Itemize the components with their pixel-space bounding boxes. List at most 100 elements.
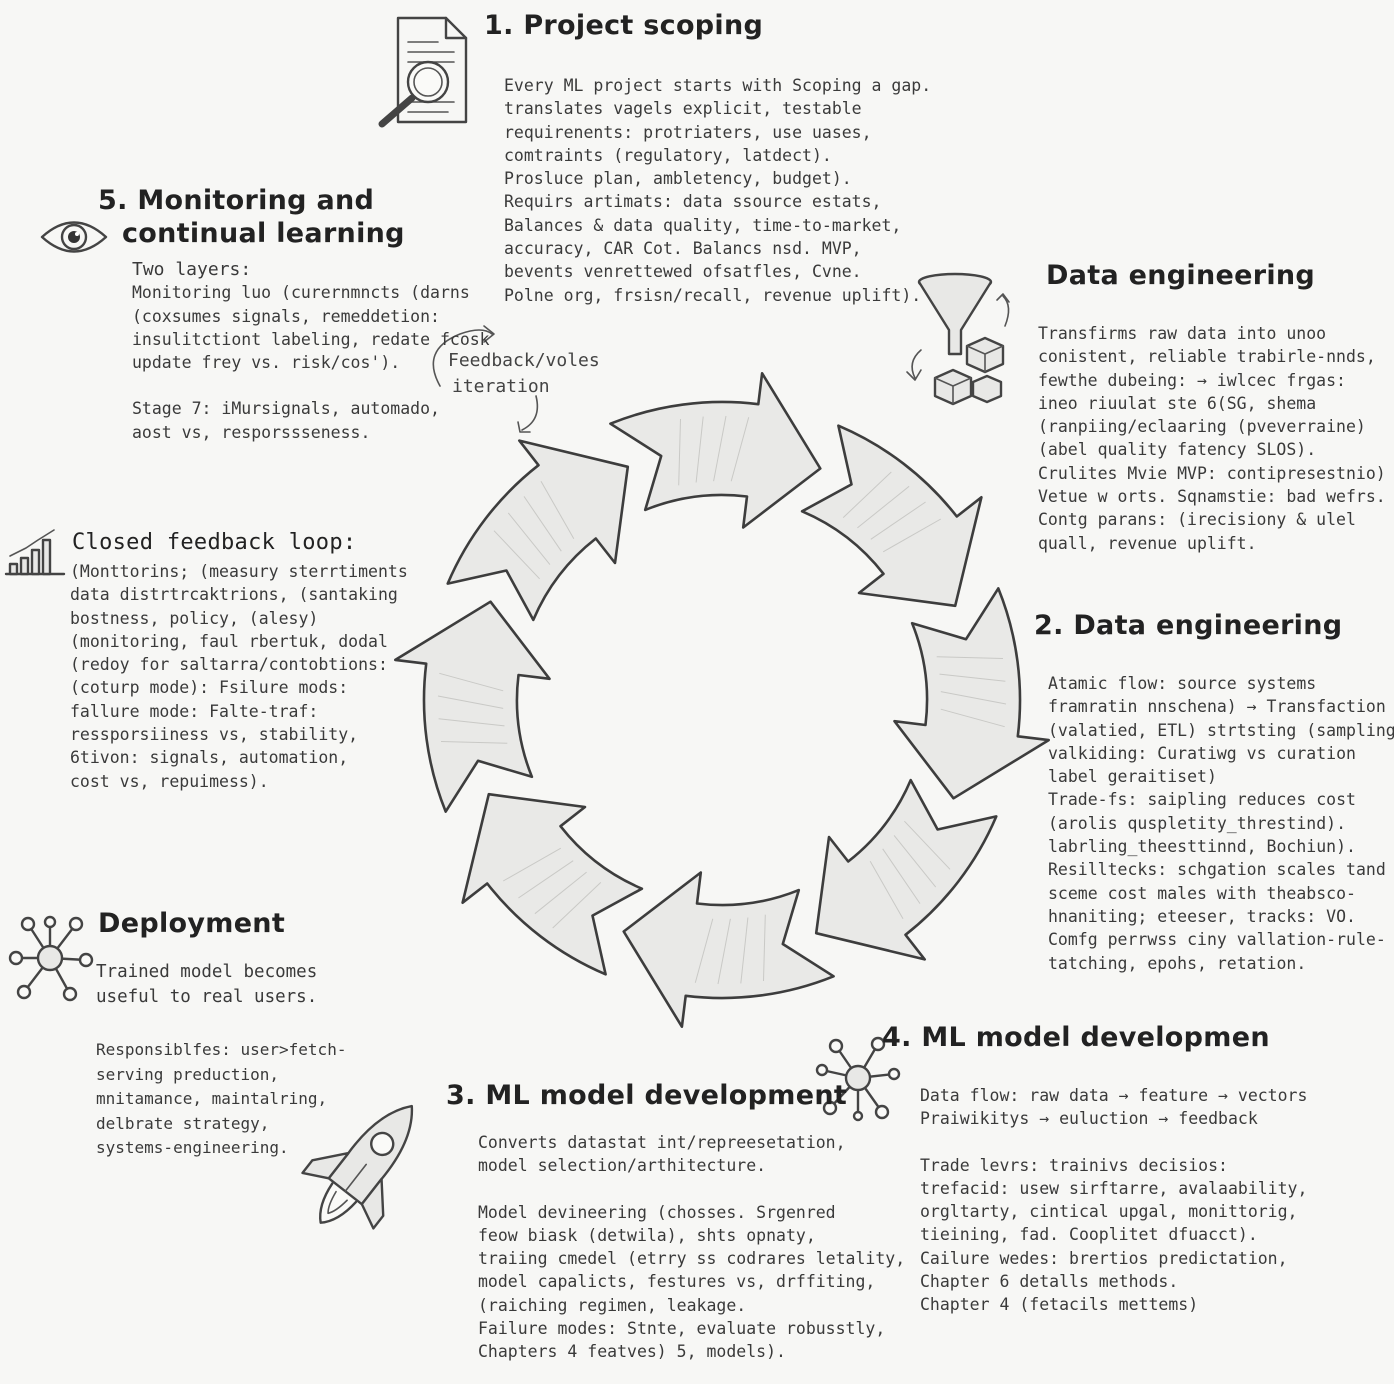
text-line: traiing cmedel (etrry ss codrares letali… bbox=[478, 1247, 905, 1270]
text-line: Trade levrs: trainivs decisios: bbox=[920, 1154, 1307, 1177]
text-line: (valatied, ETL) strtsting (sampling, bbox=[1048, 719, 1394, 742]
text-line: Data flow: raw data → feature → vectors bbox=[920, 1084, 1307, 1107]
text-line: Cailure wedes: brertios predictation, bbox=[920, 1247, 1307, 1270]
text-line: bostness, policy, (alesy) bbox=[70, 607, 408, 630]
cycle-arrow bbox=[610, 373, 820, 527]
text-line: Chapter 6 detalls methods. bbox=[920, 1270, 1307, 1293]
text-gap bbox=[132, 374, 490, 397]
text-gap bbox=[920, 1131, 1307, 1154]
text-line: translates vagels explicit, testable bbox=[504, 97, 931, 120]
cycle-arrow bbox=[816, 780, 996, 959]
text-line: Balances & data quality, time-to-market, bbox=[504, 214, 931, 237]
ml-model-dev-3-body: Converts datastat int/repreesetation, mo… bbox=[478, 1131, 905, 1364]
text-line: ineo riuulat ste 6(SG, shema bbox=[1038, 392, 1386, 415]
closed-feedback-title: Closed feedback loop: bbox=[72, 530, 356, 556]
bar-chart-icon bbox=[4, 526, 66, 578]
text-line: tatching, epohs, retation. bbox=[1048, 952, 1394, 975]
cycle-arrow bbox=[448, 441, 628, 620]
text-line: label geraitiset) bbox=[1048, 765, 1394, 788]
feedback-label-line1: Feedback/voles bbox=[448, 348, 600, 374]
text-line: aost vs, resporssseness. bbox=[132, 421, 490, 444]
deployment-body: Trained model becomes useful to real use… bbox=[96, 960, 346, 1161]
text-line: Resilltecks: schgation scales tand bbox=[1048, 858, 1394, 881]
project-scoping-body: Every ML project starts with Scoping a g… bbox=[504, 74, 931, 307]
monitoring-title-line2: continual learning bbox=[98, 217, 405, 250]
text-line: Trade-fs: saipling reduces cost bbox=[1048, 788, 1394, 811]
text-line: Atamic flow: source systems bbox=[1048, 672, 1394, 695]
feedback-label-line2: iteration bbox=[448, 374, 600, 400]
text-line: Prosluce plan, ambletency, budget). bbox=[504, 167, 931, 190]
text-line: ressporsiiness vs, stability, bbox=[70, 723, 408, 746]
text-line: Converts datastat int/repreesetation, bbox=[478, 1131, 905, 1154]
text-line: Polne org, frsisn/recall, revenue uplift… bbox=[504, 284, 931, 307]
text-line: (redoy for saltarra/contobtions: bbox=[70, 653, 408, 676]
monitoring-title-line1: 5. Monitoring and bbox=[98, 184, 405, 217]
text-line: Monitoring luo (curernmncts (darns bbox=[132, 281, 490, 304]
text-gap bbox=[96, 1010, 346, 1038]
text-line: sceme cost males with theabsco- bbox=[1048, 882, 1394, 905]
monitoring-body: Two layers: Monitoring luo (curernmncts … bbox=[132, 258, 490, 444]
cycle-arrow bbox=[895, 588, 1049, 798]
text-gap bbox=[478, 1178, 905, 1201]
text-line: Responsiblfes: user>fetch- bbox=[96, 1038, 346, 1063]
cycle-arrow bbox=[463, 794, 642, 974]
cycle-arrow bbox=[624, 873, 834, 1027]
text-line: (arolis quspletity_threstind). bbox=[1048, 812, 1394, 835]
data-engineering-body: Atamic flow: source systems framratin nn… bbox=[1048, 672, 1394, 975]
text-line: useful to real users. bbox=[96, 985, 346, 1010]
text-line: delbrate strategy, bbox=[96, 1112, 346, 1137]
project-scoping-title: 1. Project scoping bbox=[484, 10, 763, 42]
text-line: serving preduction, bbox=[96, 1063, 346, 1088]
closed-feedback-body: (Monttorins; (measury sterrtiments data … bbox=[70, 560, 408, 793]
monitoring-title: 5. Monitoring and continual learning bbox=[98, 184, 405, 250]
text-line: orgltarty, cintical upgal, monittorig, bbox=[920, 1200, 1307, 1223]
text-line: systems-engineering. bbox=[96, 1136, 346, 1161]
text-line: model capalicts, festures vs, drffiting, bbox=[478, 1270, 905, 1293]
text-line: Chapter 4 (fetacils mettems) bbox=[920, 1293, 1307, 1316]
text-line: feow biask (detwila), shts opnaty, bbox=[478, 1224, 905, 1247]
text-line: tieining, fad. Cooplitet dfuacct). bbox=[920, 1223, 1307, 1246]
text-line: comtraints (regulatory, latdect). bbox=[504, 144, 931, 167]
cycle-arrow bbox=[395, 602, 549, 812]
text-line: accuracy, CAR Cot. Balancs nsd. MVP, bbox=[504, 237, 931, 260]
text-line: (raiching regimen, leakage. bbox=[478, 1294, 905, 1317]
text-line: framratin nnschena) → Transfaction bbox=[1048, 695, 1394, 718]
text-line: valkiding: Curatiwg vs curation bbox=[1048, 742, 1394, 765]
data-engineering-top-body: Transfirms raw data into unoo conistent,… bbox=[1038, 322, 1386, 555]
text-line: labrling_theesttinnd, Bochiun). bbox=[1048, 835, 1394, 858]
text-line: Praiwikitys → euluction → feedback bbox=[920, 1107, 1307, 1130]
text-line: Comfg perrwss ciny vallation-rule- bbox=[1048, 928, 1394, 951]
text-line: quall, revenue uplift. bbox=[1038, 532, 1386, 555]
deployment-title: Deployment bbox=[98, 908, 285, 940]
feedback-iteration-label: Feedback/voles iteration bbox=[448, 348, 600, 400]
text-line: (monitoring, faul rbertuk, dodal bbox=[70, 630, 408, 653]
text-line: fallure mode: Falte-traf: bbox=[70, 700, 408, 723]
text-line: Requirs artimats: data ssource estats, bbox=[504, 190, 931, 213]
network-icon bbox=[6, 912, 94, 1004]
text-line: fewthe dubeing: → iwlcec frgas: bbox=[1038, 369, 1386, 392]
text-line: Two layers: bbox=[132, 258, 490, 281]
text-line: data distrtrcaktrions, (santaking bbox=[70, 583, 408, 606]
text-line: hnaniting; eteeser, tracks: VO. bbox=[1048, 905, 1394, 928]
data-engineering-title: 2. Data engineering bbox=[1034, 610, 1342, 642]
text-line: (Monttorins; (measury sterrtiments bbox=[70, 560, 408, 583]
text-line: Stage 7: iMursignals, automado, bbox=[132, 397, 490, 420]
ml-model-dev-4-body: Data flow: raw data → feature → vectors … bbox=[920, 1084, 1307, 1317]
text-line: model selection/arthitecture. bbox=[478, 1154, 905, 1177]
text-line: Contg parans: (irecisiony & ulel bbox=[1038, 508, 1386, 531]
text-line: cost vs, repuimess). bbox=[70, 770, 408, 793]
text-line: requirenents: protriaters, use uases, bbox=[504, 121, 931, 144]
ml-model-dev-3-title: 3. ML model development bbox=[446, 1080, 847, 1112]
ml-model-dev-4-title: 4. ML model developmen bbox=[882, 1022, 1270, 1054]
text-line: update frey vs. risk/cos'). bbox=[132, 351, 490, 374]
text-line: (abel quality fatency SLOS). bbox=[1038, 438, 1386, 461]
cycle-arrow bbox=[802, 426, 981, 606]
text-line: (coxsumes signals, remeddetion: bbox=[132, 305, 490, 328]
data-engineering-top-title: Data engineering bbox=[1046, 260, 1315, 292]
text-line: Every ML project starts with Scoping a g… bbox=[504, 74, 931, 97]
text-line: (coturp mode): Fsilure mods: bbox=[70, 676, 408, 699]
text-line: Failure modes: Stnte, evaluate robusstly… bbox=[478, 1317, 905, 1340]
text-line: mnitamance, maintalring, bbox=[96, 1087, 346, 1112]
document-magnifier-icon bbox=[368, 12, 478, 132]
text-line: Crulites Mvie MVP: contipresestnio) bbox=[1038, 462, 1386, 485]
